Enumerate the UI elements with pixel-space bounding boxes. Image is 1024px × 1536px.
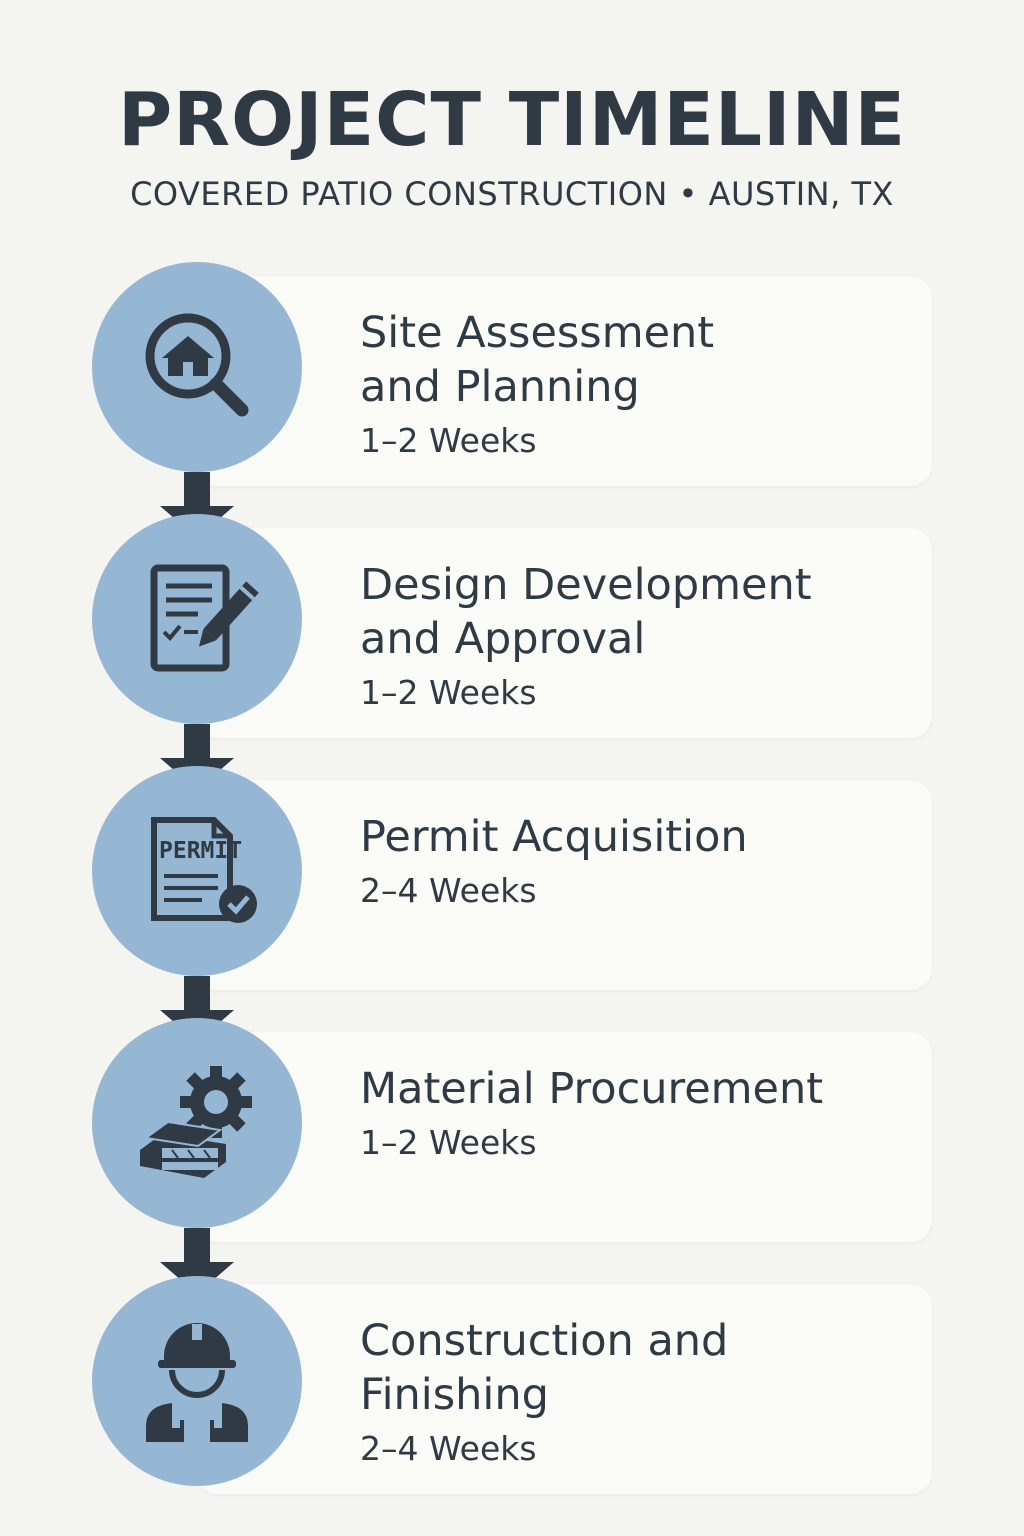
step-card-construction-finishing: Construction and Finishing 2–4 Weeks — [196, 1284, 932, 1494]
permit-document-icon: PERMIT — [151, 817, 257, 923]
step-icon-circle: PERMIT — [92, 766, 302, 976]
step-card-material-procurement: Material Procurement 1–2 Weeks — [196, 1032, 932, 1242]
document-pencil-icon — [150, 564, 259, 672]
step-duration: 2–4 Weeks — [360, 871, 537, 910]
page-title: PROJECT TIMELINE — [117, 77, 907, 163]
step-icon-circle — [92, 262, 302, 472]
permit-label: PERMIT — [159, 838, 242, 864]
step-duration: 1–2 Weeks — [360, 1123, 537, 1162]
step-icon-circle — [92, 514, 302, 724]
step-card-permit-acquisition: Permit Acquisition 2–4 Weeks — [196, 780, 932, 990]
page-subtitle: COVERED PATIO CONSTRUCTION • AUSTIN, TX — [130, 175, 894, 213]
step-icon-circle — [92, 1276, 302, 1486]
worker-icon — [146, 1323, 248, 1442]
step-title: Material Procurement — [360, 1064, 824, 1114]
step-card-design-development: Design Development and Approval 1–2 Week… — [196, 528, 932, 738]
step-title: Site Assessment and Planning — [360, 308, 715, 412]
step-duration: 1–2 Weeks — [360, 673, 537, 712]
step-duration: 1–2 Weeks — [360, 421, 537, 460]
house-magnifier-icon — [145, 313, 249, 417]
step-icon-circle — [92, 1018, 302, 1228]
step-title: Design Development and Approval — [360, 560, 812, 664]
step-title: Construction and Finishing — [360, 1316, 729, 1420]
step-duration: 2–4 Weeks — [360, 1429, 537, 1468]
materials-gear-icon — [140, 1066, 252, 1178]
step-title: Permit Acquisition — [360, 812, 748, 862]
step-card-site-assessment: Site Assessment and Planning 1–2 Weeks — [196, 276, 932, 486]
